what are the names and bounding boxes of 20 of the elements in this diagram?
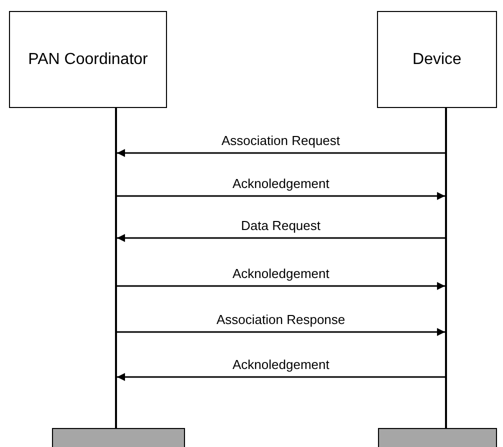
message-arrow (117, 282, 445, 290)
activation-bar (378, 428, 497, 447)
message-arrow (117, 192, 445, 200)
message-arrow (117, 373, 445, 381)
participant-name: Device (412, 50, 462, 68)
participant-box (377, 11, 497, 108)
lifeline (445, 108, 447, 428)
message-arrow (117, 234, 445, 242)
message-arrow (117, 149, 445, 157)
participant-name: PAN Coordinator (28, 50, 148, 68)
edge-label: Association Response (214, 312, 348, 327)
edge-label: Association Request (220, 133, 342, 148)
edge-label: Acknoledgement (230, 266, 332, 281)
edge-label: Acknoledgement (230, 357, 332, 372)
edge-label: Acknoledgement (230, 176, 332, 191)
message-arrow (117, 328, 445, 336)
activation-bar (52, 428, 185, 447)
participant-box (9, 11, 167, 108)
lifeline (115, 108, 117, 428)
edge-label: Data Request (239, 218, 322, 233)
